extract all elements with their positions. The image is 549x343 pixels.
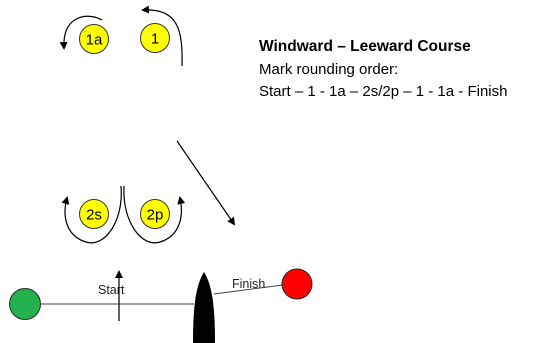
mark-2s-rounding-arrow [61,185,122,244]
mark-2s-buoy [79,199,109,229]
mark-1-rounding-arrow [141,5,183,67]
start-pin-buoy [9,288,41,320]
start-label: Start [98,283,125,297]
downwind-leg-arrow [176,140,236,226]
finish-label: Finish [232,277,265,291]
mark-1-buoy [140,23,170,53]
mark-1a-buoy [79,24,109,54]
mark-1-label: 1 [151,31,159,48]
mark-2s-label: 2s [86,207,102,224]
mark-2p-buoy [140,199,170,229]
finish-buoy [281,268,313,300]
course-title: Windward – Leeward Course [259,38,471,55]
mark-1a-rounding-arrow [59,15,103,50]
finish-line [213,284,284,295]
course-subtitle: Mark rounding order: [259,61,398,78]
mark-2p-label: 2p [147,207,164,224]
mark-1a-label: 1a [86,32,103,49]
mark-2p-rounding-arrow [123,185,186,244]
committee-boat-icon [193,272,215,343]
rounding-sequence: Start – 1 - 1a – 2s/2p – 1 - 1a - Finish [259,83,507,100]
